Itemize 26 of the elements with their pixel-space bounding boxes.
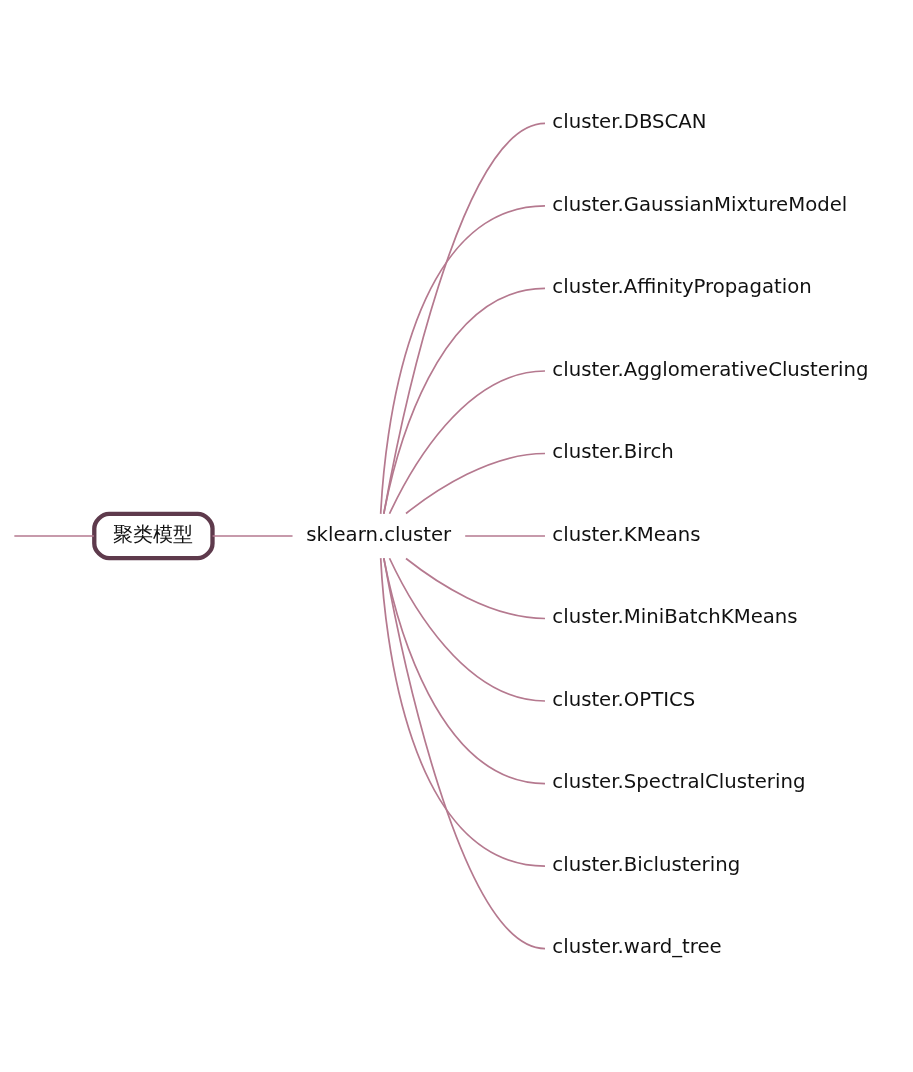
node-text: cluster.MiniBatchKMeans [552,605,798,629]
connector [388,370,546,515]
node-text: cluster.DBSCAN [552,110,707,134]
connector [379,557,546,867]
connector [379,205,546,515]
node-text: cluster.OPTICS [552,687,696,711]
connector [382,557,546,950]
node-box: 聚类模型 [92,511,215,561]
node-text: sklearn.cluster [306,522,452,546]
connector [464,535,546,537]
connector [211,535,294,537]
node-text: cluster.KMeans [552,522,701,546]
node-text: cluster.GaussianMixtureModel [552,192,848,216]
connector [382,557,546,785]
connector [405,557,546,620]
connector [382,122,546,515]
connector [388,557,546,702]
node-text: cluster.Birch [552,440,674,464]
connector [405,452,546,515]
connector [13,535,95,537]
node-text: cluster.AgglomerativeClustering [552,357,869,381]
node-text: cluster.Biclustering [552,852,741,876]
connector [382,287,546,515]
node-text: cluster.ward_tree [552,935,722,959]
node-text: cluster.SpectralClustering [552,770,806,794]
node-text: cluster.AffinityPropagation [552,275,812,299]
